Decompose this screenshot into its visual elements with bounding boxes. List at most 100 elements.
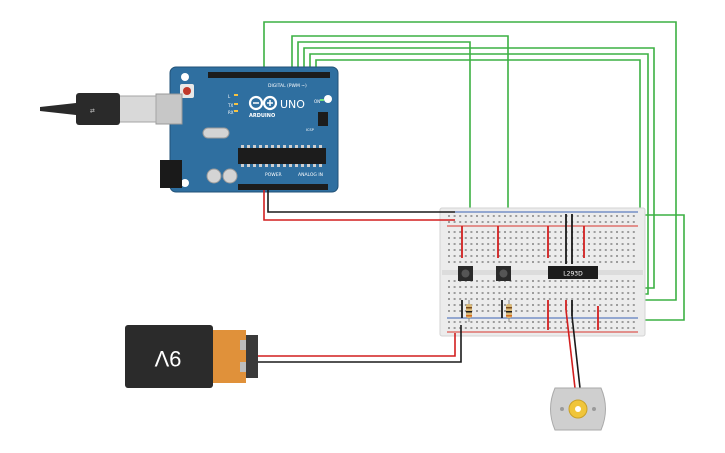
breadboard-hole[interactable] — [464, 255, 467, 257]
breadboard-hole[interactable] — [453, 298, 456, 300]
breadboard-hole[interactable] — [492, 280, 495, 282]
breadboard-hole[interactable] — [554, 221, 557, 223]
breadboard-hole[interactable] — [487, 231, 490, 233]
breadboard-hole[interactable] — [504, 292, 506, 294]
breadboard-hole[interactable] — [515, 221, 518, 223]
breadboard-hole[interactable] — [616, 261, 618, 263]
breadboard-hole[interactable] — [548, 261, 551, 263]
breadboard-hole[interactable] — [632, 221, 635, 223]
breadboard-hole[interactable] — [504, 237, 506, 239]
breadboard-hole[interactable] — [504, 298, 506, 300]
breadboard-hole[interactable] — [548, 298, 551, 300]
breadboard-hole[interactable] — [532, 280, 534, 282]
breadboard-hole[interactable] — [560, 327, 562, 329]
breadboard-hole[interactable] — [543, 249, 546, 251]
wire-green-7[interactable] — [632, 214, 685, 321]
breadboard-hole[interactable] — [554, 243, 557, 245]
digital-header[interactable] — [208, 72, 330, 78]
breadboard-hole[interactable] — [599, 261, 602, 263]
breadboard-hole[interactable] — [481, 292, 484, 294]
breadboard-hole[interactable] — [543, 321, 546, 323]
breadboard-hole[interactable] — [481, 243, 484, 245]
breadboard-hole[interactable] — [543, 298, 546, 300]
breadboard-hole[interactable] — [610, 280, 613, 282]
breadboard-hole[interactable] — [526, 249, 529, 251]
breadboard-hole[interactable] — [492, 249, 495, 251]
breadboard-hole[interactable] — [448, 243, 450, 245]
breadboard-hole[interactable] — [593, 286, 596, 288]
breadboard-hole[interactable] — [543, 215, 546, 217]
breadboard-hole[interactable] — [470, 255, 473, 257]
breadboard-hole[interactable] — [632, 243, 635, 245]
breadboard-hole[interactable] — [588, 221, 590, 223]
breadboard-hole[interactable] — [509, 286, 512, 288]
breadboard-hole[interactable] — [604, 237, 607, 239]
breadboard-hole[interactable] — [476, 237, 478, 239]
breadboard-hole[interactable] — [560, 298, 562, 300]
breadboard-hole[interactable] — [548, 327, 551, 329]
breadboard-hole[interactable] — [526, 310, 529, 312]
breadboard-hole[interactable] — [560, 261, 562, 263]
breadboard-hole[interactable] — [610, 298, 613, 300]
breadboard-jumpers[interactable] — [461, 214, 599, 330]
wire-battery-red[interactable] — [258, 333, 456, 357]
breadboard-hole[interactable] — [498, 255, 501, 257]
push-button-icon[interactable] — [496, 266, 511, 281]
breadboard-hole[interactable] — [588, 298, 590, 300]
breadboard-hole[interactable] — [543, 310, 546, 312]
breadboard-hole[interactable] — [599, 255, 602, 257]
breadboard-hole[interactable] — [616, 321, 618, 323]
breadboard-hole[interactable] — [627, 327, 630, 329]
breadboard-hole[interactable] — [576, 221, 579, 223]
breadboard-hole[interactable] — [520, 261, 523, 263]
breadboard-hole[interactable] — [616, 327, 618, 329]
breadboard-hole[interactable] — [543, 280, 546, 282]
breadboard-hole[interactable] — [448, 292, 450, 294]
breadboard-hole[interactable] — [526, 286, 529, 288]
breadboard-hole[interactable] — [593, 231, 596, 233]
breadboard-hole[interactable] — [593, 237, 596, 239]
breadboard-hole[interactable] — [582, 321, 585, 323]
breadboard-hole[interactable] — [599, 280, 602, 282]
breadboard-hole[interactable] — [554, 304, 557, 306]
breadboard-hole[interactable] — [464, 292, 467, 294]
breadboard-hole[interactable] — [548, 255, 551, 257]
breadboard-hole[interactable] — [599, 327, 602, 329]
breadboard-hole[interactable] — [520, 237, 523, 239]
breadboard-hole[interactable] — [487, 249, 490, 251]
breadboard-hole[interactable] — [621, 221, 624, 223]
breadboard-hole[interactable] — [448, 298, 450, 300]
breadboard-hole[interactable] — [537, 280, 540, 282]
breadboard-hole[interactable] — [515, 292, 518, 294]
breadboard-hole[interactable] — [543, 255, 546, 257]
breadboard-hole[interactable] — [565, 298, 568, 300]
breadboard-hole[interactable] — [464, 298, 467, 300]
breadboard-hole[interactable] — [453, 304, 456, 306]
breadboard-hole[interactable] — [599, 231, 602, 233]
breadboard-hole[interactable] — [481, 310, 484, 312]
breadboard-hole[interactable] — [470, 215, 473, 217]
breadboard-hole[interactable] — [509, 231, 512, 233]
breadboard-hole[interactable] — [470, 231, 473, 233]
breadboard-hole[interactable] — [632, 231, 635, 233]
breadboard-hole[interactable] — [464, 231, 467, 233]
breadboard-hole[interactable] — [632, 286, 635, 288]
breadboard-hole[interactable] — [492, 215, 495, 217]
breadboard-hole[interactable] — [610, 286, 613, 288]
breadboard-hole[interactable] — [509, 215, 512, 217]
breadboard-hole[interactable] — [593, 280, 596, 282]
breadboard-hole[interactable] — [470, 321, 473, 323]
breadboard-hole[interactable] — [627, 310, 630, 312]
breadboard-hole[interactable] — [548, 215, 551, 217]
breadboard-hole[interactable] — [459, 292, 462, 294]
breadboard-hole[interactable] — [621, 327, 624, 329]
breadboard-hole[interactable] — [621, 292, 624, 294]
breadboard-hole[interactable] — [543, 231, 546, 233]
breadboard-hole[interactable] — [604, 327, 607, 329]
breadboard-hole[interactable] — [504, 286, 506, 288]
breadboard-hole[interactable] — [537, 215, 540, 217]
breadboard-hole[interactable] — [554, 327, 557, 329]
breadboard-hole[interactable] — [532, 292, 534, 294]
breadboard-hole[interactable] — [448, 215, 450, 217]
breadboard-hole[interactable] — [560, 321, 562, 323]
